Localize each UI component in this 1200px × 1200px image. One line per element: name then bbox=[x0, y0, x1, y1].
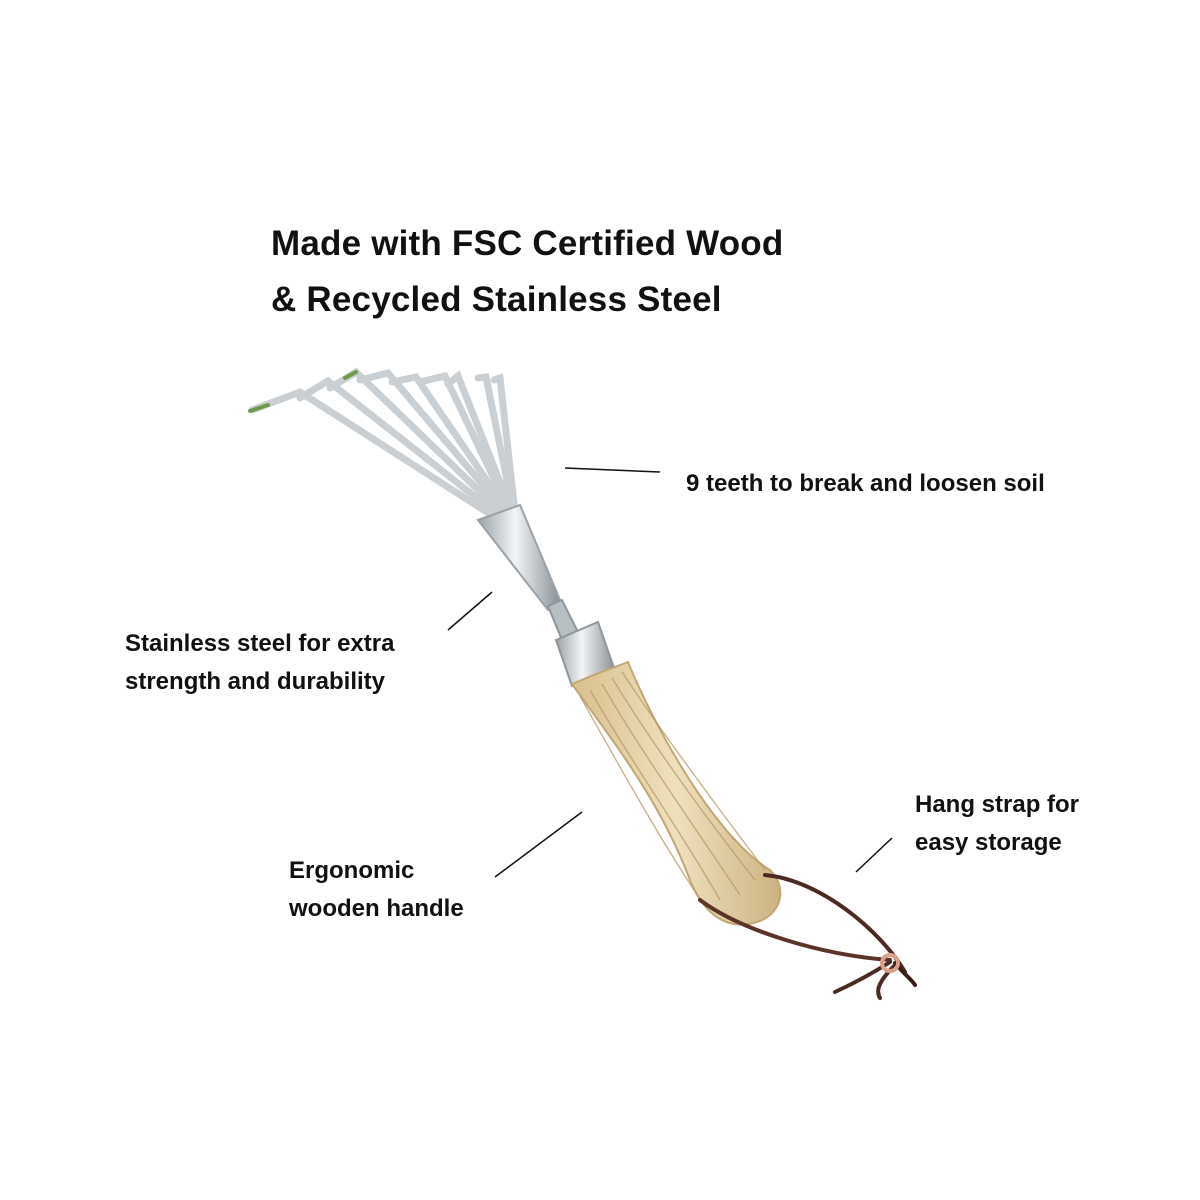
headline: Made with FSC Certified Wood & Recycled … bbox=[271, 216, 783, 328]
wooden-handle bbox=[570, 660, 782, 926]
rake-tooth bbox=[474, 373, 517, 514]
callout-handle-line-1: Ergonomic bbox=[289, 857, 415, 884]
rake-teeth bbox=[248, 367, 519, 520]
leader-steel bbox=[447, 591, 493, 631]
leader-teeth bbox=[564, 467, 661, 473]
rake-tooth bbox=[296, 376, 501, 518]
callout-stainless-steel: Stainless steel for extra strength and d… bbox=[125, 625, 394, 701]
callout-strap-line-1: Hang strap for bbox=[915, 791, 1080, 818]
rake-tooth bbox=[444, 370, 515, 514]
callout-steel-line-1: Stainless steel for extra bbox=[125, 630, 395, 657]
headline-line-1: Made with FSC Certified Wood bbox=[271, 224, 784, 263]
rake-tooth bbox=[416, 371, 513, 514]
callout-hang-strap: Hang strap for easy storage bbox=[915, 786, 1079, 862]
rake-tooth bbox=[490, 373, 519, 516]
rake-tooth bbox=[388, 373, 511, 514]
callout-wooden-handle: Ergonomic wooden handle bbox=[289, 852, 464, 928]
callout-teeth: 9 teeth to break and loosen soil bbox=[686, 465, 1045, 503]
leader-lines bbox=[447, 467, 893, 878]
leader-strap bbox=[855, 837, 893, 873]
callout-strap-line-2: easy storage bbox=[915, 829, 1062, 856]
callout-steel-line-2: strength and durability bbox=[125, 668, 386, 695]
strap-tie bbox=[880, 953, 900, 973]
headline-line-2: & Recycled Stainless Steel bbox=[271, 280, 722, 319]
callout-teeth-text: 9 teeth to break and loosen soil bbox=[686, 470, 1045, 497]
callout-handle-line-2: wooden handle bbox=[289, 895, 464, 922]
hang-strap bbox=[698, 873, 917, 1000]
wood-grain bbox=[579, 671, 766, 906]
leader-handle bbox=[494, 811, 583, 878]
tooth-tips bbox=[248, 370, 358, 413]
rake-tooth bbox=[356, 369, 508, 514]
